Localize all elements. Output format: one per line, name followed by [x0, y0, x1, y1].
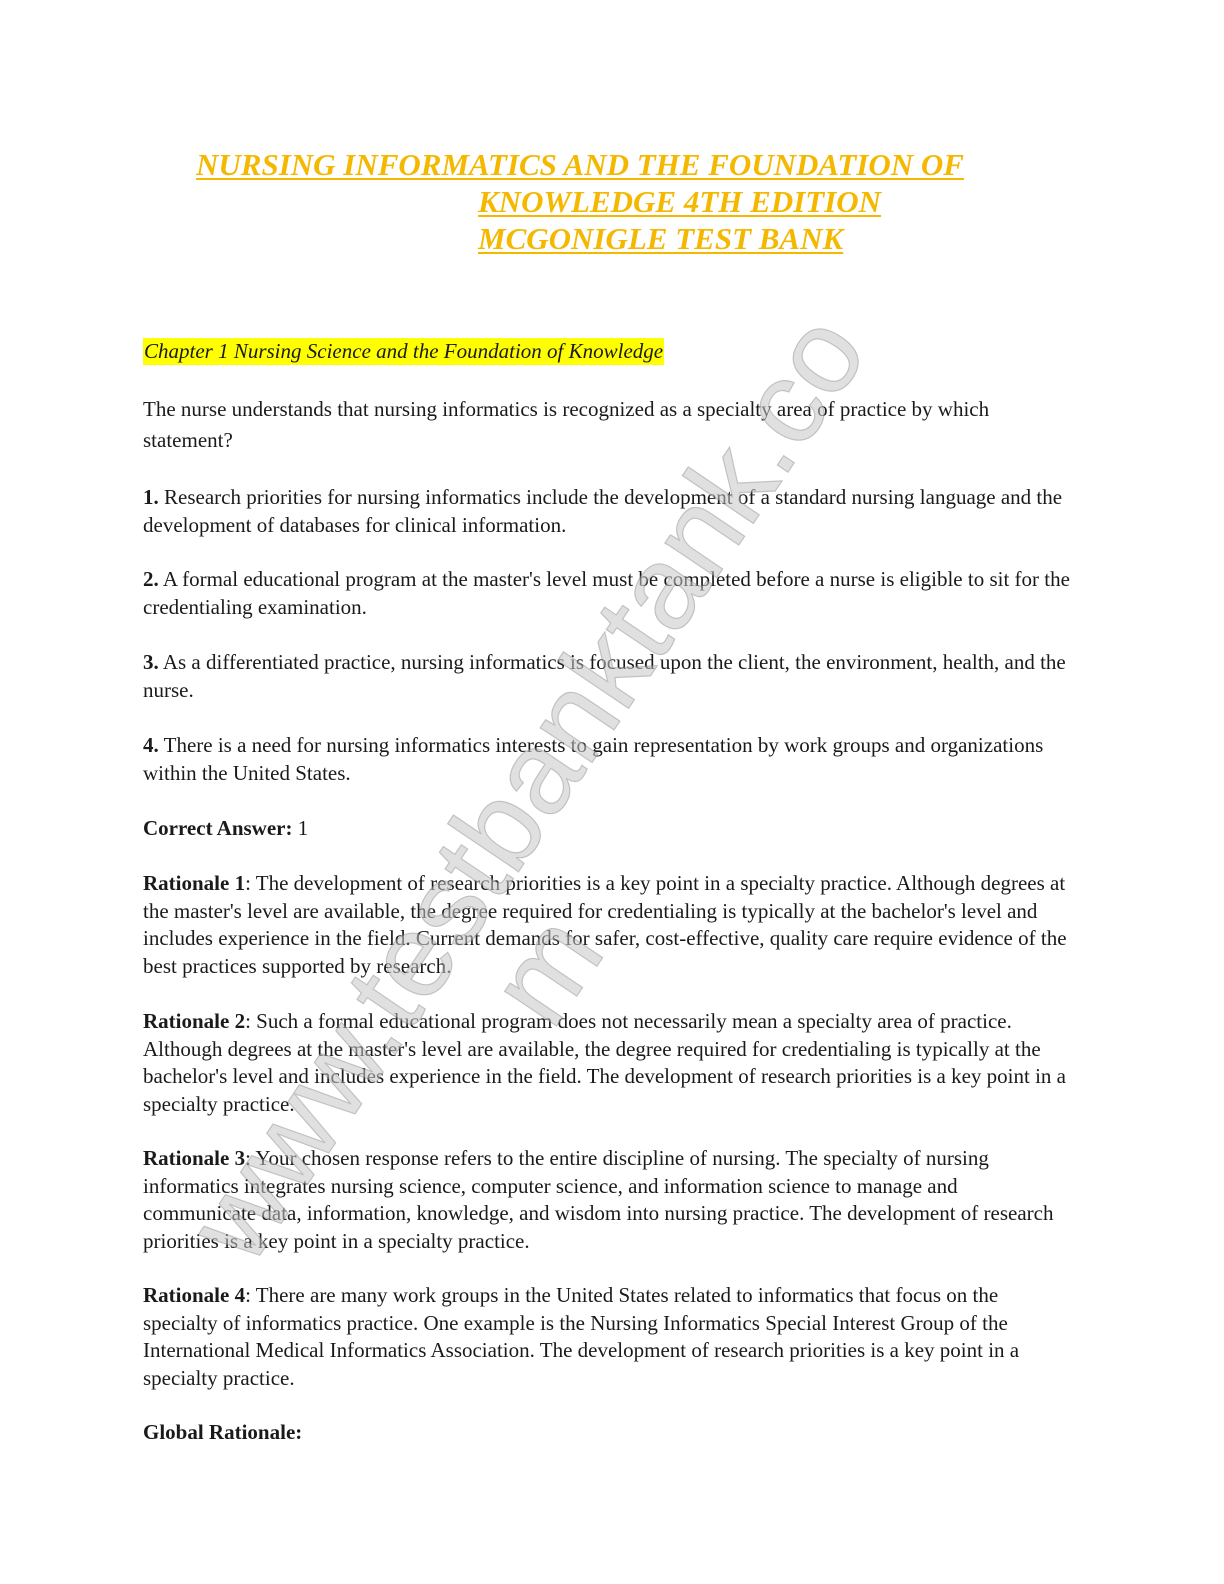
- rationale-2: Rationale 2: Such a formal educational p…: [143, 1008, 1073, 1118]
- rationale-label: Rationale 3: [143, 1146, 246, 1170]
- rationale-3: Rationale 3: Your chosen response refers…: [143, 1145, 1073, 1255]
- answer-option-1: 1. Research priorities for nursing infor…: [143, 484, 1073, 539]
- option-number: 3.: [143, 650, 159, 674]
- answer-option-4: 4. There is a need for nursing informati…: [143, 732, 1073, 787]
- document-title: NURSING INFORMATICS AND THE FOUNDATION O…: [196, 146, 1076, 257]
- rationale-label: Rationale 1: [143, 871, 246, 895]
- rationale-label: Rationale 2: [143, 1009, 246, 1033]
- rationale-text: : There are many work groups in the Unit…: [143, 1283, 1020, 1390]
- option-number: 4.: [143, 733, 159, 757]
- rationale-label: Rationale 4: [143, 1283, 246, 1307]
- option-text: Research priorities for nursing informat…: [143, 485, 1063, 537]
- option-number: 1.: [143, 485, 159, 509]
- rationale-text: : Such a formal educational program does…: [143, 1009, 1066, 1116]
- rationale-text: : Your chosen response refers to the ent…: [143, 1146, 1054, 1253]
- global-rationale: Global Rationale:: [143, 1419, 1073, 1447]
- title-line-3: MCGONIGLE TEST BANK: [478, 221, 844, 256]
- global-rationale-label: Global Rationale:: [143, 1420, 303, 1444]
- option-text: A formal educational program at the mast…: [143, 567, 1070, 619]
- title-line-2: KNOWLEDGE 4TH EDITION: [478, 184, 882, 219]
- title-line-1: NURSING INFORMATICS AND THE FOUNDATION O…: [196, 147, 964, 182]
- option-text: There is a need for nursing informatics …: [143, 733, 1044, 785]
- answer-option-3: 3. As a differentiated practice, nursing…: [143, 649, 1073, 704]
- answer-option-2: 2. A formal educational program at the m…: [143, 566, 1073, 621]
- correct-answer: Correct Answer: 1: [143, 815, 1073, 843]
- rationale-4: Rationale 4: There are many work groups …: [143, 1282, 1073, 1392]
- option-text: As a differentiated practice, nursing in…: [143, 650, 1066, 702]
- correct-answer-label: Correct Answer:: [143, 816, 293, 840]
- correct-answer-value: 1: [292, 816, 309, 840]
- rationale-text: : The development of research priorities…: [143, 871, 1067, 978]
- option-number: 2.: [143, 567, 159, 591]
- rationale-1: Rationale 1: The development of research…: [143, 870, 1073, 980]
- chapter-heading: Chapter 1 Nursing Science and the Founda…: [143, 338, 665, 365]
- question-stem: The nurse understands that nursing infor…: [143, 397, 990, 452]
